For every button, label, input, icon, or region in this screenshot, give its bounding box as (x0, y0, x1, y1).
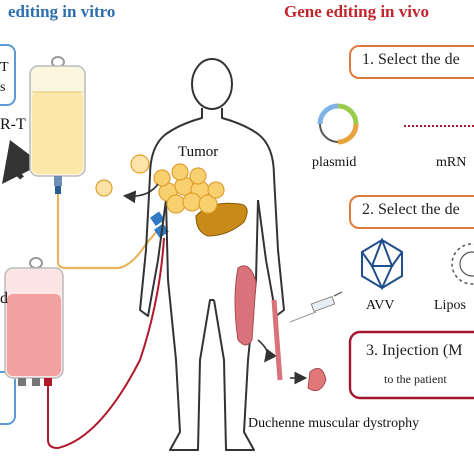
step2-box (349, 195, 474, 229)
isolated-cell-2 (95, 179, 113, 197)
isolated-cell-1 (130, 154, 150, 174)
syringe (289, 291, 343, 323)
iv-line-orange (56, 194, 159, 270)
muscle-fiber (271, 299, 283, 381)
avv-icon (361, 237, 403, 291)
tumor-label: Tumor (178, 144, 219, 160)
liposome-label: Lipos (434, 298, 466, 313)
step2-text: 2. Select the de (362, 201, 460, 218)
car-t-label: R-T (0, 116, 26, 133)
plasmid-icon (317, 103, 359, 145)
step1-text: 1. Select the de (362, 51, 460, 68)
avv-label: AVV (366, 298, 395, 313)
liposome-icon (451, 243, 474, 285)
header-in-vitro: editing in vitro (8, 2, 116, 21)
human-body-outline (139, 58, 285, 451)
mrna-label: mRN (436, 155, 467, 170)
cell-arrow (122, 183, 159, 204)
disease-label: Duchenne muscular dystrophy (248, 416, 420, 431)
left-bottom-label: d (0, 290, 8, 307)
tumor-cluster (153, 163, 225, 214)
step3-subtext: to the patient (384, 372, 447, 386)
left-bottom-blue-box (0, 371, 16, 425)
left-top-blue-box (0, 44, 16, 106)
left-box-text-2: s (0, 80, 6, 95)
iv-line-red (47, 237, 165, 450)
step3-box (348, 330, 474, 400)
iv-bag-red (4, 257, 64, 386)
step3-text: 3. Injection (M (366, 342, 463, 359)
header-in-vivo: Gene editing in vivo (284, 2, 429, 21)
plasmid-label: plasmid (312, 155, 357, 170)
muscle-tissue (234, 265, 257, 346)
muscle-cell (307, 367, 327, 392)
iv-bag-yellow (29, 56, 86, 194)
catheter-connector-1 (150, 211, 165, 226)
muscle-arrow (257, 339, 277, 363)
left-box-text-1: T (0, 60, 9, 75)
left-curved-arrow (1, 140, 43, 184)
step1-box (349, 45, 474, 79)
